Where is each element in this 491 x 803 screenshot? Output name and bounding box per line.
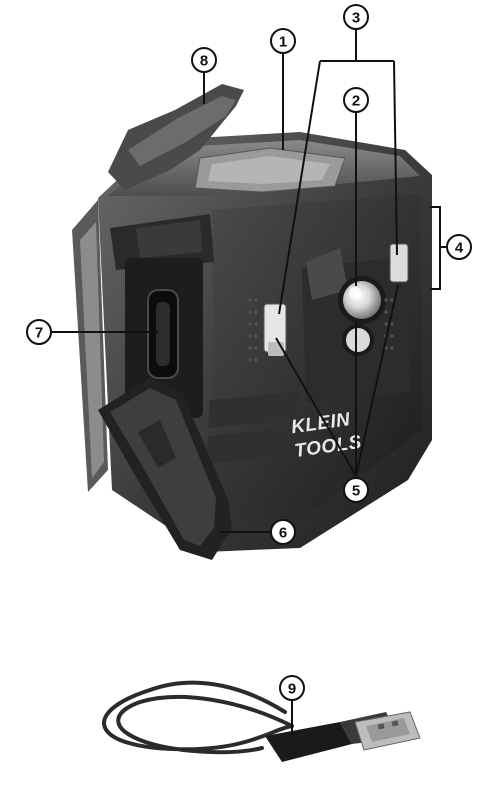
callout-1: 1 (270, 28, 296, 54)
callout-5: 5 (343, 477, 369, 503)
usb-cable-cord (102, 680, 294, 755)
headlamp-illustration: KLEIN TOOLS (72, 84, 432, 560)
svg-text:9: 9 (288, 681, 296, 698)
svg-text:7: 7 (35, 325, 43, 342)
svg-text:6: 6 (279, 525, 287, 542)
svg-text:8: 8 (200, 53, 208, 70)
callout-2: 2 (343, 87, 369, 113)
svg-text:3: 3 (352, 10, 360, 27)
svg-text:4: 4 (455, 240, 464, 257)
callout-4: 4 (446, 234, 472, 260)
callout-markers: 1 2 3 4 5 6 7 8 (26, 4, 472, 701)
svg-text:2: 2 (352, 93, 360, 110)
callout-8: 8 (191, 47, 217, 73)
svg-text:5: 5 (352, 483, 360, 500)
svg-text:1: 1 (279, 34, 287, 51)
callout-7: 7 (26, 319, 52, 345)
callout-9: 9 (279, 675, 305, 701)
usb-cable-illustration (102, 680, 421, 762)
floodlight-led-upper (389, 243, 409, 283)
leader-lines (52, 29, 446, 736)
callout-3: 3 (343, 4, 369, 30)
callout-6: 6 (270, 519, 296, 545)
usb-cable-connector (265, 722, 352, 762)
